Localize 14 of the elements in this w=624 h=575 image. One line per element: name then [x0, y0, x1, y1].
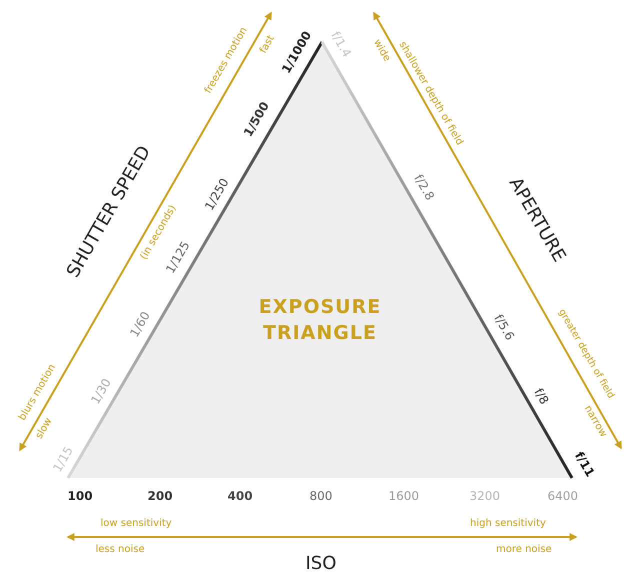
scale-value: f/8	[531, 386, 551, 406]
axis-note: less noise	[96, 544, 145, 554]
scale-value: 1600	[388, 490, 420, 503]
axis-note: low sensitivity	[100, 518, 172, 528]
axis-title: ISO	[306, 554, 336, 574]
axis-note: more noise	[496, 544, 552, 554]
scale-value: 100	[68, 490, 93, 503]
axis-note: high sensitivity	[470, 518, 546, 528]
diagram-heading: EXPOSURE TRIANGLE	[258, 295, 382, 346]
scale-value: 3200	[470, 490, 500, 503]
scale-value: 200	[148, 490, 173, 503]
scale-value: 800	[310, 490, 332, 503]
scale-value: 6400	[548, 490, 578, 503]
scale-value: 400	[228, 490, 253, 503]
